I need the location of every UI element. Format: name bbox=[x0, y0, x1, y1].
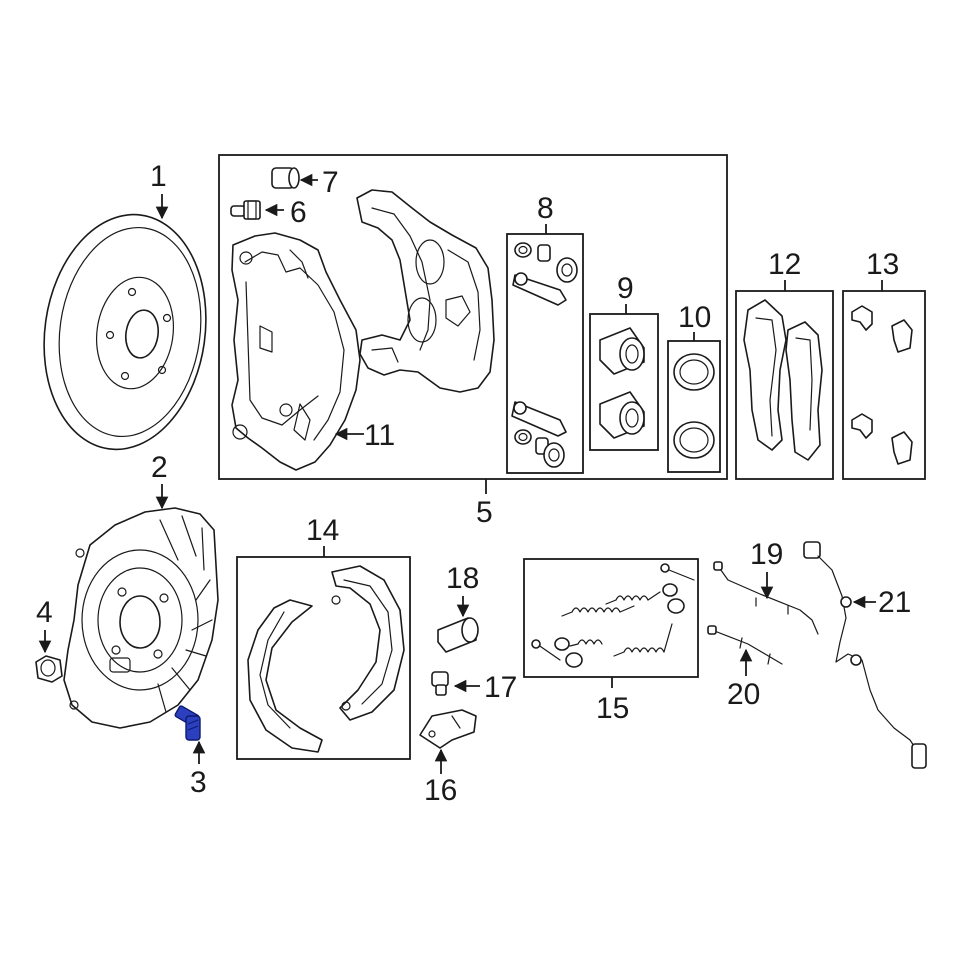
part-19-cable[interactable] bbox=[713, 561, 819, 635]
callout-7: 7 bbox=[322, 166, 339, 199]
callout-5: 5 bbox=[476, 496, 493, 529]
part-6-bleeder[interactable] bbox=[230, 200, 261, 220]
part-13-pad-clips[interactable] bbox=[851, 305, 913, 465]
part-16-bracket[interactable] bbox=[419, 709, 477, 749]
callout-6: 6 bbox=[290, 196, 307, 229]
callout-13: 13 bbox=[866, 248, 899, 281]
callout-20: 20 bbox=[727, 678, 760, 711]
caliper-bracket[interactable] bbox=[356, 189, 495, 393]
callout-4: 4 bbox=[36, 596, 53, 629]
callout-1: 1 bbox=[150, 160, 167, 193]
part-2-dust-shield[interactable] bbox=[63, 507, 219, 729]
part-20-cable[interactable] bbox=[707, 625, 783, 665]
callout-8: 8 bbox=[537, 192, 554, 225]
callout-16: 16 bbox=[424, 774, 457, 807]
callout-14: 14 bbox=[306, 514, 339, 547]
callout-10: 10 bbox=[678, 301, 711, 334]
part-1-rotor[interactable] bbox=[29, 204, 220, 460]
part-15-hardware-kit[interactable] bbox=[531, 563, 695, 668]
callout-19: 19 bbox=[750, 538, 783, 571]
part-8-guide-pin-kit[interactable] bbox=[511, 242, 578, 468]
callout-15: 15 bbox=[596, 692, 629, 725]
part-21-abs-sensor[interactable] bbox=[803, 541, 927, 769]
callout-21: 21 bbox=[878, 586, 911, 619]
callout-12: 12 bbox=[768, 248, 801, 281]
part-4-nut[interactable] bbox=[35, 655, 63, 683]
box-8-guide-pin-kit bbox=[506, 233, 584, 474]
callout-9: 9 bbox=[617, 272, 634, 305]
box-5-caliper-assembly bbox=[218, 154, 728, 480]
box-15-hardware-kit bbox=[523, 558, 699, 678]
part-12-brake-pads[interactable] bbox=[743, 299, 823, 461]
part-7-cap[interactable] bbox=[271, 167, 300, 189]
callout-18: 18 bbox=[446, 562, 479, 595]
part-14-parking-shoes[interactable] bbox=[247, 565, 405, 753]
callout-3: 3 bbox=[190, 766, 207, 799]
part-9-pistons[interactable] bbox=[599, 327, 645, 439]
part-17-plug[interactable] bbox=[431, 671, 449, 696]
callout-17: 17 bbox=[484, 671, 517, 704]
box-13-pad-clips bbox=[842, 290, 926, 480]
part-11-caliper-housing[interactable] bbox=[231, 232, 361, 471]
part-18-adjuster[interactable] bbox=[437, 617, 479, 653]
part-3-bolt[interactable] bbox=[174, 705, 201, 741]
callout-11: 11 bbox=[364, 419, 395, 452]
box-9-pistons bbox=[589, 313, 659, 451]
part-10-seal-kit[interactable] bbox=[673, 353, 715, 459]
callout-2: 2 bbox=[151, 451, 168, 484]
